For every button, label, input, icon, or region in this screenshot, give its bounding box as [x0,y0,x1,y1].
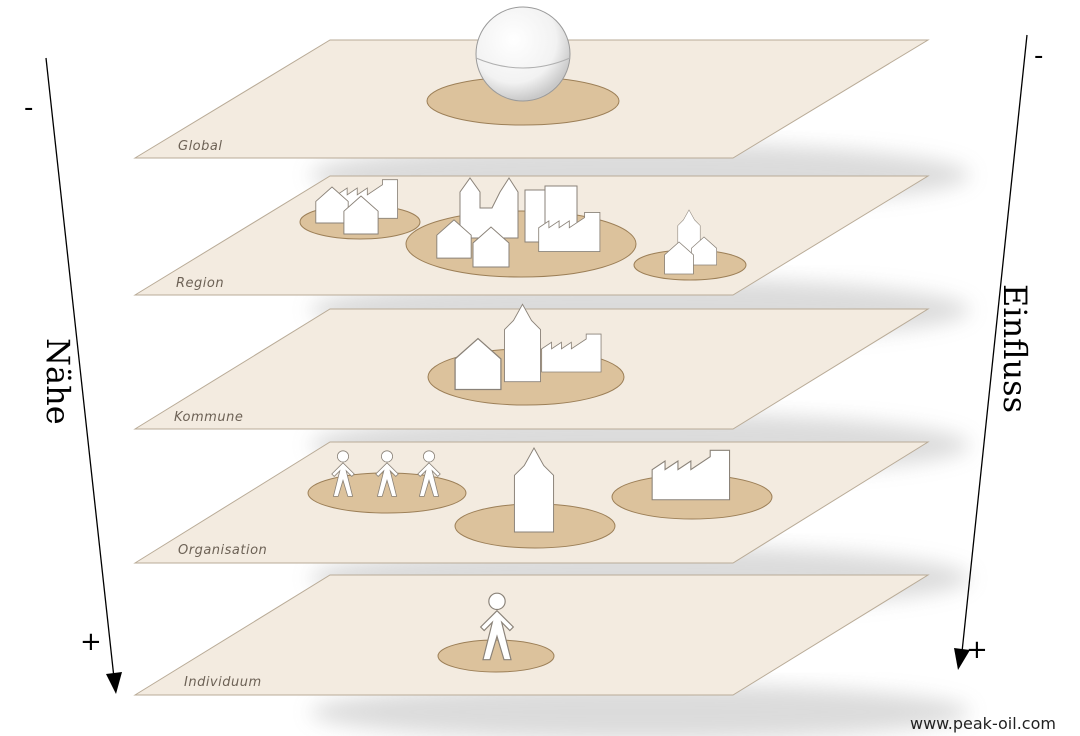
right-axis-line [961,34,1028,653]
layer-label-kommune: Kommune [174,410,243,425]
credit-text: www.peak-oil.com [910,714,1056,733]
cathedral-icon [459,177,519,239]
left-axis-top-sign: - [24,93,33,123]
left-axis-bottom-sign: + [80,627,102,657]
left-axis: - + Nähe [24,57,122,694]
layer-region: Region [133,175,930,296]
layer-label-individuum: Individuum [184,675,262,690]
layer-kommune: Kommune [133,303,930,430]
left-axis-arrowhead [106,672,122,694]
right-axis: - + Einfluss [954,34,1043,670]
disc-individuum [437,639,555,673]
layer-label-organisation: Organisation [178,543,267,558]
right-axis-arrowhead [954,648,970,670]
region-city-buildings [436,177,601,268]
plane-individuum [133,574,930,696]
layer-global: Global [133,6,930,159]
right-axis-top-sign: - [1034,41,1043,71]
layer-label-region: Region [176,276,224,291]
right-axis-bottom-sign: + [966,635,988,665]
layer-label-global: Global [178,139,222,154]
right-axis-title: Einfluss [996,284,1034,413]
layer-organisation: Organisation [133,441,930,564]
left-axis-title: Nähe [39,338,77,425]
left-axis-line [45,57,115,679]
layer-individuum: Individuum [133,574,930,696]
globe-icon [475,6,571,102]
